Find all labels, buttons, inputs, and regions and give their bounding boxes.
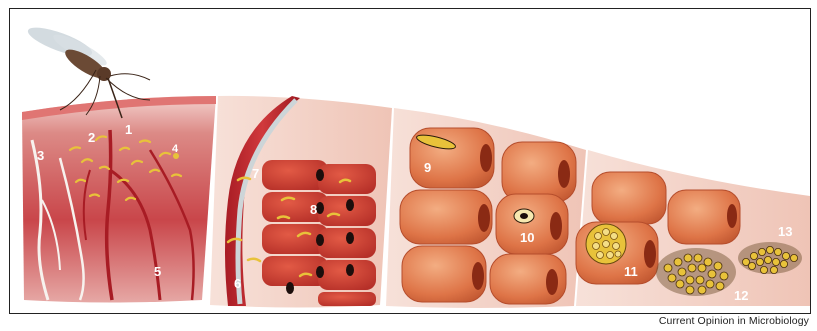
hepatocyte — [490, 254, 566, 304]
merosome — [738, 242, 802, 274]
hepatocyte — [402, 246, 486, 302]
hepatocyte — [668, 190, 740, 244]
hepatocyte — [502, 142, 576, 202]
label-2: 2 — [88, 130, 95, 145]
parasitophorous-vacuole — [514, 209, 534, 223]
merozoite-panel — [576, 150, 810, 306]
hepatocyte-column — [262, 160, 376, 306]
label-11: 11 — [624, 264, 638, 279]
hepatocyte — [592, 172, 666, 224]
label-5: 5 — [154, 264, 161, 279]
label-8: 8 — [310, 202, 317, 217]
hepatocyte-panel — [386, 108, 586, 308]
label-1: 1 — [125, 122, 132, 137]
label-12: 12 — [734, 288, 748, 303]
hepatocyte — [496, 194, 568, 254]
label-9: 9 — [424, 160, 431, 175]
merosome — [656, 248, 736, 296]
label-10: 10 — [520, 230, 534, 245]
label-7: 7 — [252, 166, 259, 181]
figure-credit: Current Opinion in Microbiology — [659, 315, 809, 327]
hepatocyte — [400, 190, 492, 244]
label-3: 3 — [37, 148, 44, 163]
label-6: 6 — [234, 276, 241, 291]
skin-panel — [22, 96, 216, 303]
label-13: 13 — [778, 224, 792, 239]
label-4: 4 — [172, 143, 179, 155]
liver-schizont — [586, 224, 626, 264]
